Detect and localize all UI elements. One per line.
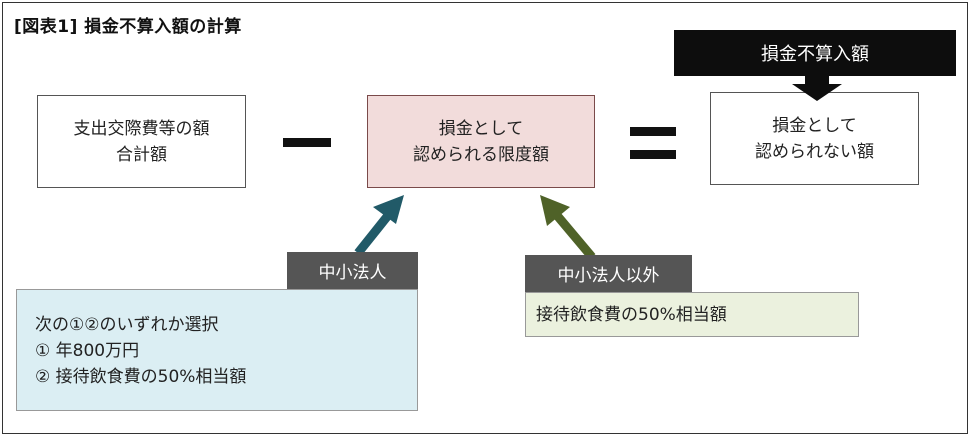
limit-line-2: 認められる限度額 — [413, 144, 549, 165]
limit-line-1: 損金として — [438, 118, 524, 139]
expenses-line-1: 支出交際費等の額 — [73, 118, 210, 139]
sme-tag: 中小法人 — [287, 252, 418, 289]
deductible-limit-box: 損金として 認められる限度額 — [367, 95, 595, 188]
minus-sign — [283, 138, 331, 147]
arrow-up-right-icon — [354, 195, 404, 256]
sme-note-box: 次の①②のいずれか選択 ① 年800万円 ② 接待飲食費の50%相当額 — [16, 289, 418, 411]
equals-sign-bottom-bar — [630, 150, 676, 159]
sme-note-line-3: ② 接待飲食費の50%相当額 — [35, 367, 247, 387]
nondeductible-line-1: 損金として — [772, 115, 857, 136]
diagram-title: [図表1] 損金不算入額の計算 — [14, 17, 242, 37]
nondeductible-amount-banner: 損金不算入額 — [674, 30, 956, 76]
equals-sign-top-bar — [630, 127, 676, 136]
sme-note-line-1: 次の①②のいずれか選択 — [35, 315, 219, 335]
sme-note-line-2: ① 年800万円 — [35, 341, 140, 361]
entertainment-expenses-box: 支出交際費等の額 合計額 — [37, 95, 246, 188]
non-sme-note-box: 接待飲食費の50%相当額 — [525, 292, 859, 337]
nondeductible-line-2: 認められない額 — [755, 141, 874, 162]
non-sme-tag: 中小法人以外 — [525, 255, 692, 292]
expenses-line-2: 合計額 — [116, 144, 167, 165]
arrow-up-left-icon — [540, 195, 596, 260]
arrow-down-icon — [792, 76, 842, 101]
